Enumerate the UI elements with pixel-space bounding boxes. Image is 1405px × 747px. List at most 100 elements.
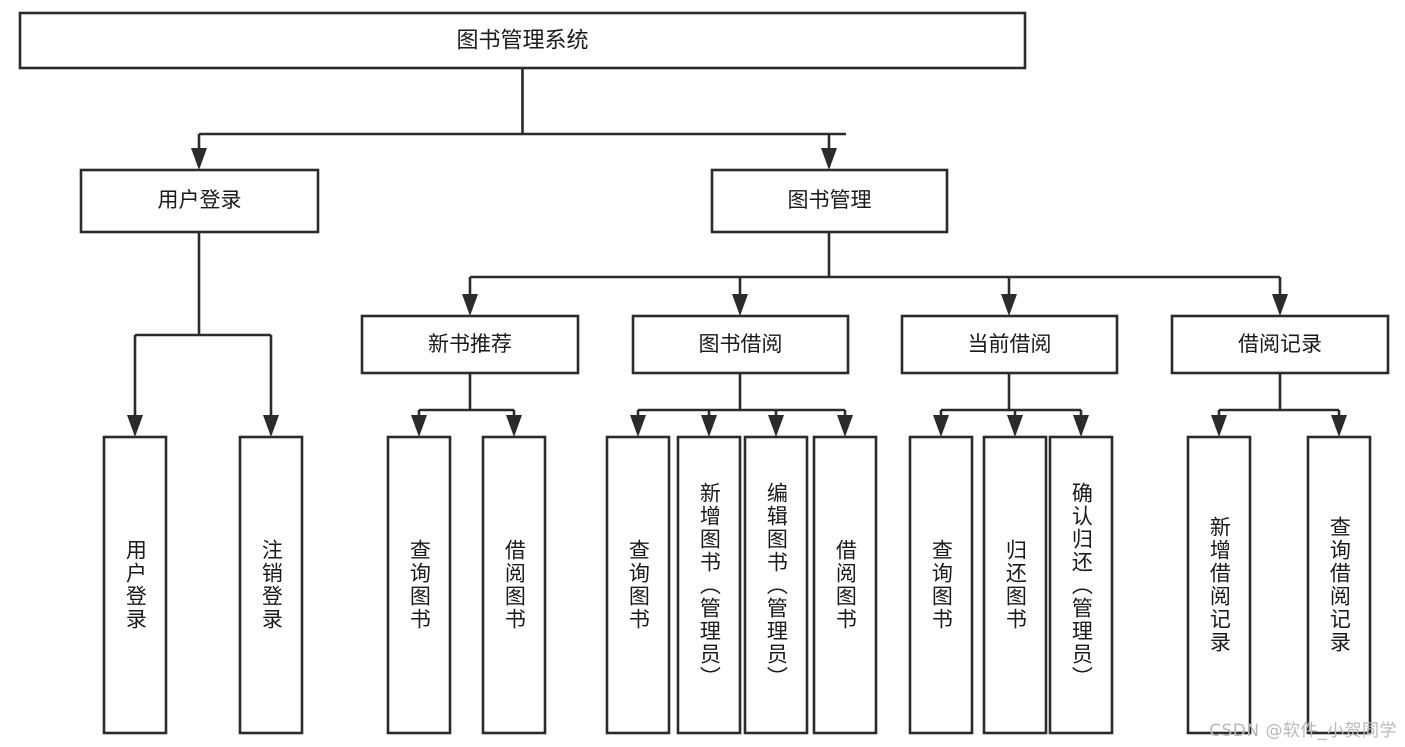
- leaf-label-holder: 新增借阅记录: [1207, 516, 1232, 654]
- leaf-label-holder: 查询图书: [407, 539, 432, 631]
- node-user-login-label: 用户登录: [158, 188, 242, 212]
- leaf-label: 查询借阅记录: [1327, 516, 1352, 654]
- leaf-label-holder: 注销登录: [259, 539, 284, 631]
- arrow-head-book-borrow: [732, 294, 748, 316]
- edges-root-to-level2: [191, 68, 846, 170]
- leaf-box[interactable]: [908, 435, 974, 735]
- leaf-node[interactable]: 借阅图书: [481, 435, 547, 735]
- leaf-box[interactable]: [982, 435, 1048, 735]
- edges-borrow-record-to-leaves: [1211, 373, 1347, 437]
- arrow-head-bb-leaf1: [630, 415, 646, 437]
- leaf-node[interactable]: 查询图书: [605, 435, 671, 735]
- leaf-label-holder: 归还图书: [1003, 539, 1028, 631]
- leaf-label-holder: 查询图书: [929, 539, 954, 631]
- leaf-label-holder: 确认归还（管理员）: [1069, 481, 1094, 689]
- leaf-node[interactable]: 查询图书: [386, 435, 452, 735]
- leaf-box[interactable]: [676, 435, 742, 735]
- arrow-head-bb-leaf2: [701, 415, 717, 437]
- leaf-label: 确认归还（管理员）: [1069, 481, 1094, 689]
- leaf-label-holder: 编辑图书（管理员）: [764, 481, 789, 689]
- leaf-nodes-new-book-rec: 查询图书 借阅图书: [386, 435, 547, 735]
- node-book-borrow-box[interactable]: [631, 314, 850, 375]
- edges-new-book-rec-to-leaves: [411, 373, 522, 437]
- leaf-box[interactable]: [481, 435, 547, 735]
- leaf-label-holder: 查询图书: [626, 539, 651, 631]
- node-borrow-record-box[interactable]: [1170, 314, 1390, 375]
- node-current-borrow-label: 当前借阅: [968, 332, 1052, 356]
- edges-current-borrow-to-leaves: [933, 373, 1089, 437]
- leaf-label-holder: 查询借阅记录: [1327, 516, 1352, 654]
- leaf-box[interactable]: [102, 435, 168, 735]
- leaf-label: 查询图书: [626, 539, 651, 631]
- arrow-head-bb-leaf4: [837, 415, 853, 437]
- leaf-node[interactable]: 确认归还（管理员）: [1048, 435, 1114, 735]
- node-current-borrow-box[interactable]: [900, 314, 1119, 375]
- arrow-head-cb-leaf3: [1073, 415, 1089, 437]
- arrow-head-current-borrow: [1001, 294, 1017, 316]
- arrow-head-bb-leaf3: [768, 415, 784, 437]
- leaf-node[interactable]: 归还图书: [982, 435, 1048, 735]
- arrow-head-br-leaf2: [1331, 415, 1347, 437]
- edges-book-manage-to-level3: [462, 232, 1288, 316]
- leaf-label-holder: 新增图书（管理员）: [697, 481, 722, 689]
- node-current-borrow[interactable]: 当前借阅: [900, 314, 1119, 375]
- leaf-box[interactable]: [812, 435, 878, 735]
- leaf-box[interactable]: [1306, 435, 1372, 735]
- node-user-login[interactable]: 用户登录: [79, 168, 320, 234]
- node-book-manage[interactable]: 图书管理: [710, 168, 949, 234]
- leaf-node[interactable]: 查询借阅记录: [1306, 435, 1372, 735]
- leaf-box[interactable]: [743, 435, 809, 735]
- arrow-head-user-login: [191, 148, 207, 170]
- leaf-node[interactable]: 编辑图书（管理员）: [743, 435, 809, 735]
- node-book-manage-label: 图书管理: [788, 188, 872, 212]
- arrow-head-borrow-record: [1272, 294, 1288, 316]
- leaf-box[interactable]: [1186, 435, 1252, 735]
- leaf-label-holder: 借阅图书: [502, 539, 527, 631]
- edges-book-borrow-to-leaves: [630, 373, 853, 437]
- node-root-box[interactable]: [18, 11, 1027, 70]
- leaf-node[interactable]: 注销登录: [238, 435, 304, 735]
- leaf-box[interactable]: [605, 435, 671, 735]
- node-root[interactable]: 图书管理系统: [18, 11, 1027, 70]
- leaf-nodes-current-borrow: 查询图书 归还图书 确认归还（管理员）: [908, 435, 1114, 735]
- leaf-label: 查询图书: [407, 539, 432, 631]
- leaf-box[interactable]: [386, 435, 452, 735]
- leaf-node[interactable]: 新增借阅记录: [1186, 435, 1252, 735]
- leaf-nodes-user-login: 用户登录 注销登录: [102, 435, 304, 735]
- edges-user-login-to-leaves: [127, 232, 279, 437]
- leaf-label: 编辑图书（管理员）: [764, 481, 789, 689]
- node-user-login-box[interactable]: [79, 168, 320, 234]
- arrow-head-nbr-leaf2: [506, 415, 522, 437]
- arrow-head-book-manage: [821, 148, 837, 170]
- node-book-borrow[interactable]: 图书借阅: [631, 314, 850, 375]
- leaf-label: 新增图书（管理员）: [697, 481, 722, 689]
- leaf-label-holder: 借阅图书: [833, 539, 858, 631]
- node-book-manage-box[interactable]: [710, 168, 949, 234]
- leaf-label: 新增借阅记录: [1207, 516, 1232, 654]
- leaf-node[interactable]: 新增图书（管理员）: [676, 435, 742, 735]
- arrow-head-cb-leaf1: [933, 415, 949, 437]
- arrow-head-new-book-rec: [462, 294, 478, 316]
- leaf-label: 借阅图书: [502, 539, 527, 631]
- node-new-book-rec-box[interactable]: [360, 314, 580, 375]
- leaf-label: 注销登录: [259, 539, 284, 631]
- node-new-book-rec-label: 新书推荐: [428, 332, 512, 356]
- leaf-label: 查询图书: [929, 539, 954, 631]
- leaf-node[interactable]: 查询图书: [908, 435, 974, 735]
- node-book-borrow-label: 图书借阅: [699, 332, 783, 356]
- arrow-head-br-leaf1: [1211, 415, 1227, 437]
- leaf-nodes-borrow-record: 新增借阅记录 查询借阅记录: [1186, 435, 1372, 735]
- leaf-label: 归还图书: [1003, 539, 1028, 631]
- node-borrow-record-label: 借阅记录: [1238, 332, 1322, 356]
- leaf-node[interactable]: 借阅图书: [812, 435, 878, 735]
- arrow-head-cb-leaf2: [1007, 415, 1023, 437]
- leaf-label-holder: 用户登录: [123, 539, 147, 631]
- leaf-box[interactable]: [1048, 435, 1114, 735]
- arrow-head-leaf-user-login: [127, 415, 143, 437]
- node-borrow-record[interactable]: 借阅记录: [1170, 314, 1390, 375]
- leaf-label: 借阅图书: [833, 539, 858, 631]
- node-new-book-rec[interactable]: 新书推荐: [360, 314, 580, 375]
- leaf-node[interactable]: 用户登录: [102, 435, 168, 735]
- leaf-box[interactable]: [238, 435, 304, 735]
